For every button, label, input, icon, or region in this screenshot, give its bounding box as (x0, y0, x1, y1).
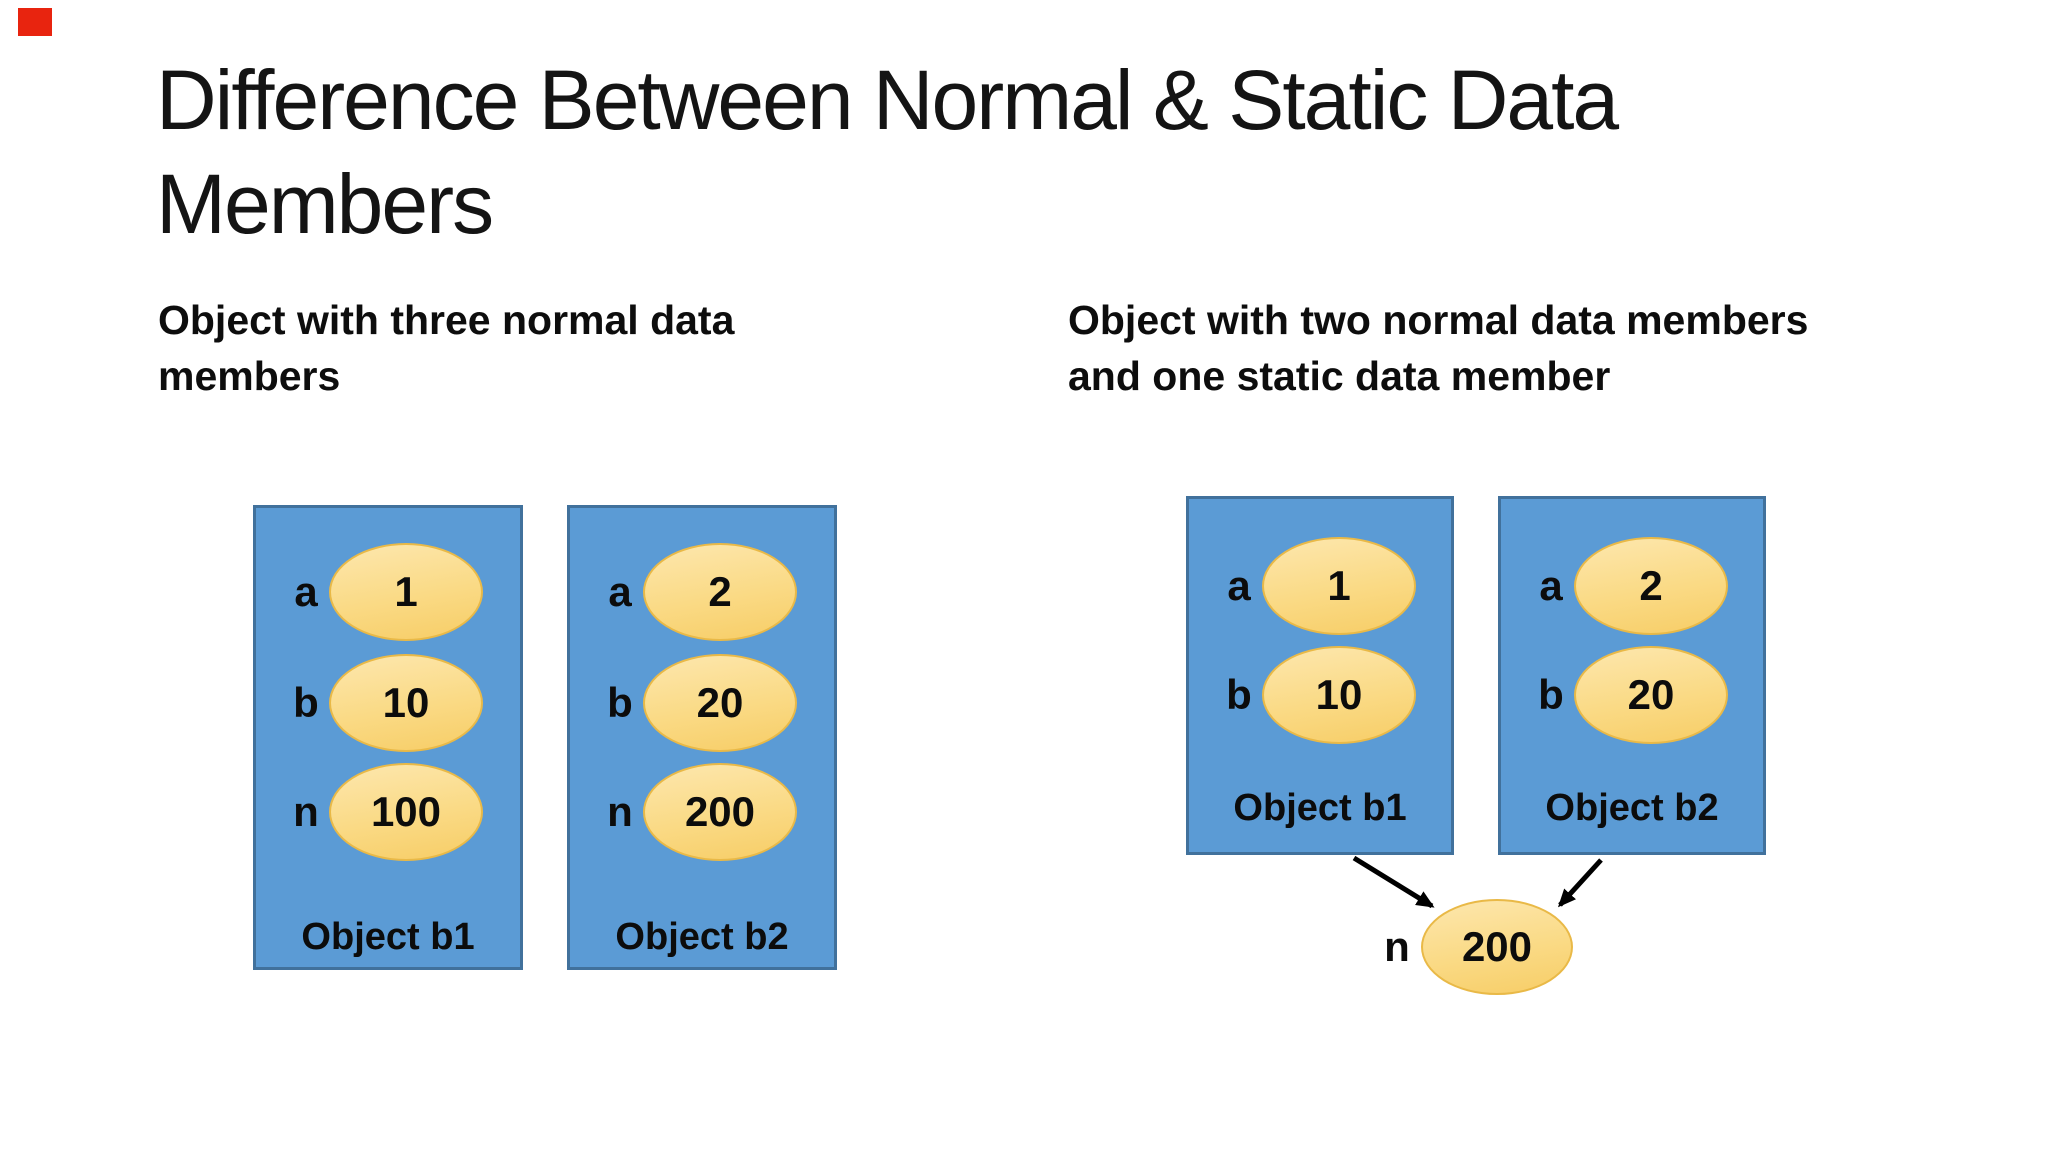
right-object-b1-box: a 1 b 10 Object b1 (1186, 496, 1454, 855)
member-name-label: n (607, 788, 633, 835)
member-row: n 200 (570, 763, 834, 861)
member-row: b 10 (1189, 646, 1451, 744)
member-row: a 1 (1189, 537, 1451, 635)
member-name-label: n (293, 788, 319, 835)
object-box-label: Object b2 (615, 916, 789, 958)
member-value-ellipse: 2 (1574, 537, 1728, 635)
static-member-name-label: n (1384, 923, 1410, 970)
member-row: b 10 (256, 654, 520, 752)
arrow-from-b1 (1352, 855, 1435, 909)
member-row: n 100 (256, 763, 520, 861)
object-box-label: Object b1 (1233, 787, 1407, 829)
member-name-label: a (608, 568, 632, 615)
slide-title-line1: Difference Between Normal & Static Data (156, 53, 1619, 147)
member-value-ellipse: 1 (329, 543, 483, 641)
right-panel-heading: Object with two normal data members and … (1068, 292, 1808, 404)
member-row: b 20 (1501, 646, 1763, 744)
slide-title-line2: Members (156, 157, 494, 251)
member-value-ellipse: 10 (329, 654, 483, 752)
object-box-label: Object b1 (301, 916, 475, 958)
member-row: a 1 (256, 543, 520, 641)
red-marker (18, 8, 52, 36)
right-panel-heading-line1: Object with two normal data members (1068, 297, 1809, 343)
left-object-b1-box: a 1 b 10 n 100 Object b1 (253, 505, 523, 970)
member-value-ellipse: 100 (329, 763, 483, 861)
left-panel-heading-line2: members (158, 353, 341, 399)
member-value-ellipse: 20 (1574, 646, 1728, 744)
member-row: a 2 (1501, 537, 1763, 635)
member-value-ellipse: 20 (643, 654, 797, 752)
right-object-b2-box: a 2 b 20 Object b2 (1498, 496, 1766, 855)
object-box-label: Object b2 (1545, 787, 1719, 829)
slide-title: Difference Between Normal & Static Data … (156, 48, 1619, 256)
member-name-label: a (1539, 562, 1563, 609)
member-name-label: b (1538, 671, 1564, 718)
member-value-ellipse: 2 (643, 543, 797, 641)
static-member-arrows (1352, 855, 1603, 909)
member-row: b 20 (570, 654, 834, 752)
member-name-label: a (294, 568, 318, 615)
left-panel-heading: Object with three normal data members (158, 292, 734, 404)
member-value-ellipse: 10 (1262, 646, 1416, 744)
member-row: a 2 (570, 543, 834, 641)
left-panel-heading-line1: Object with three normal data (158, 297, 735, 343)
static-member-value-ellipse: 200 (1421, 899, 1573, 995)
arrow-from-b2 (1557, 858, 1603, 908)
member-name-label: b (607, 679, 633, 726)
member-value-ellipse: 1 (1262, 537, 1416, 635)
member-name-label: b (1226, 671, 1252, 718)
right-panel-heading-line2: and one static data member (1068, 353, 1611, 399)
member-name-label: a (1227, 562, 1251, 609)
member-value-ellipse: 200 (643, 763, 797, 861)
left-object-b2-box: a 2 b 20 n 200 Object b2 (567, 505, 837, 970)
member-name-label: b (293, 679, 319, 726)
